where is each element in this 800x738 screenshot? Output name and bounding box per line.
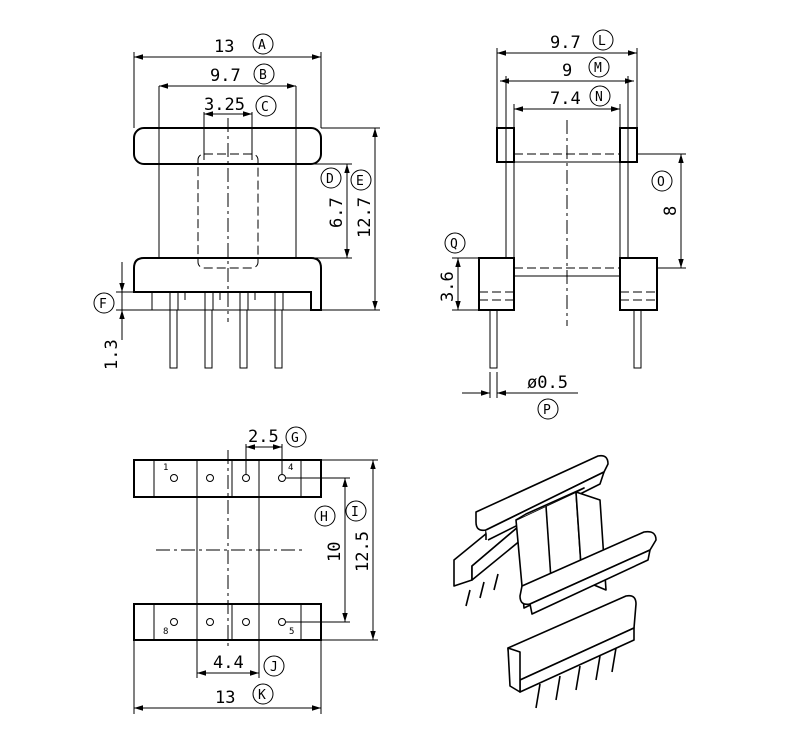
label-m-bubble — [588, 56, 610, 78]
side-dim-n-value: 7.4 — [550, 89, 581, 109]
label-n: N — [595, 90, 603, 105]
label-o: O — [657, 175, 665, 190]
label-a-bubble — [252, 33, 274, 55]
label-b-bubble — [253, 63, 275, 85]
side-left-pin — [489, 309, 498, 369]
label-c-bubble — [255, 95, 277, 117]
side-right-pin — [633, 309, 642, 369]
label-e: E — [356, 174, 364, 189]
front-dim-c-value: 3.25 — [204, 95, 245, 115]
label-f: F — [99, 297, 107, 312]
side-dim-l-value: 9.7 — [550, 33, 581, 53]
label-d-bubble — [320, 167, 342, 189]
label-n-bubble — [589, 85, 611, 107]
label-f-bubble — [93, 292, 115, 314]
bottom-dim-h-value: 10 — [325, 542, 345, 562]
side-view: 9.7 L 9 M 7.4 N 8 O 3.6 Q — [438, 29, 686, 420]
label-l: L — [598, 34, 606, 49]
label-g: G — [291, 431, 299, 446]
front-dim-a-value: 13 — [214, 37, 234, 57]
front-dim-b-value: 9.7 — [210, 66, 241, 86]
label-k: K — [258, 688, 266, 703]
bottom-dim-i-value: 12.5 — [353, 531, 373, 572]
label-h: H — [320, 510, 328, 525]
front-dim-f-value: 1.3 — [102, 339, 122, 370]
bottom-pin-holes — [170, 474, 286, 626]
label-k-bubble — [252, 683, 274, 705]
front-pins — [169, 291, 284, 369]
pin-number-5: 5 — [289, 627, 294, 637]
front-view: 13 A 9.7 B 3.25 C 6.7 D 12.7 E 1.3 — [93, 33, 380, 370]
front-core-window — [197, 153, 259, 269]
label-p-bubble — [537, 398, 559, 420]
label-o-bubble — [651, 170, 673, 192]
side-right-base — [619, 257, 658, 311]
front-dim-e-value: 12.7 — [355, 197, 375, 238]
label-h-bubble — [314, 505, 336, 527]
pin-number-4: 4 — [288, 463, 293, 473]
label-g-bubble — [285, 426, 307, 448]
label-j: J — [270, 660, 278, 675]
label-p: P — [543, 403, 551, 418]
label-i: I — [351, 505, 359, 520]
label-j-bubble — [263, 655, 285, 677]
side-dim-m-value: 9 — [562, 61, 572, 81]
side-dim-p-value: ø0.5 — [527, 373, 568, 393]
label-a: A — [258, 38, 266, 53]
label-b: B — [259, 68, 267, 83]
label-m: M — [594, 61, 602, 76]
label-l-bubble — [592, 29, 614, 51]
side-dim-q-value: 3.6 — [438, 271, 458, 302]
label-q-bubble — [444, 232, 466, 254]
label-e-bubble — [350, 169, 372, 191]
bottom-dim-k-value: 13 — [215, 688, 235, 708]
isometric-view — [453, 454, 657, 709]
bottom-dim-j-value: 4.4 — [213, 653, 244, 673]
label-i-bubble — [345, 500, 367, 522]
label-d: D — [326, 172, 334, 187]
label-c: C — [261, 100, 269, 115]
pin-number-8: 8 — [163, 627, 168, 637]
label-q: Q — [450, 237, 458, 252]
pin-number-1: 1 — [163, 463, 168, 473]
side-dim-o-value: 8 — [661, 206, 681, 216]
bottom-view: 1 4 5 8 2.5 G 10 H 12.5 I 4.4 J — [133, 426, 378, 714]
side-left-base — [478, 257, 515, 311]
bottom-dim-g-value: 2.5 — [248, 427, 279, 447]
front-dim-d-value: 6.7 — [327, 197, 347, 228]
